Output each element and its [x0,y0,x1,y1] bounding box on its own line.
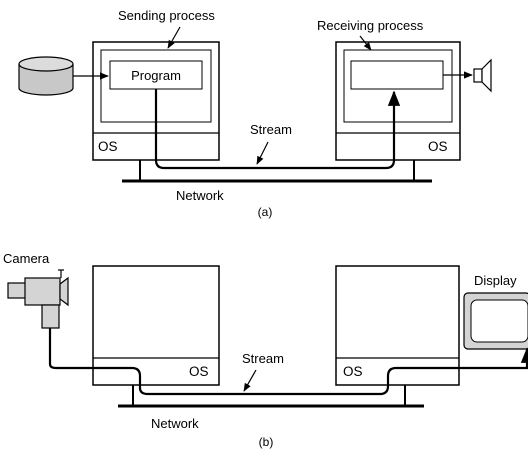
os-label-sender-b: OS [189,364,209,379]
display-icon [463,292,528,350]
speaker-icon [473,58,492,93]
caption-a: (a) [258,205,273,219]
receiver-program-box [350,60,444,90]
display-label: Display [474,273,517,288]
network-a [122,160,432,183]
stream-path-a [154,89,401,170]
stream-pointer-a [256,141,269,165]
stream-label-a: Stream [250,122,292,137]
stream-label-b: Stream [242,351,284,366]
disk-icon [18,56,74,96]
camera-label: Camera [3,251,50,266]
stream-path-b [48,328,528,396]
network-label-b: Network [151,416,199,431]
receiving-process-pointer [359,35,372,51]
panel-b: OS OS Camera Display Stream Network [3,251,528,449]
program-label: Program [131,68,181,83]
stream-pointer-b [243,369,257,392]
receiving-process-box [343,49,453,123]
panel-a: Program OS OS Sending process Receiving … [18,8,492,219]
os-label-receiving: OS [428,139,448,154]
network-b [118,385,424,408]
sender-computer-b: OS [92,265,220,386]
camera-icon [7,269,69,329]
sending-process-label: Sending process [118,8,215,23]
caption-b: (b) [259,435,274,449]
os-label-sending: OS [98,139,118,154]
network-label-a: Network [176,188,224,203]
receiver-computer-b: OS [335,265,460,386]
sending-process-pointer [167,26,181,49]
os-label-receiver-b: OS [343,364,363,379]
receiving-computer: OS [335,41,461,161]
receiving-process-label: Receiving process [317,18,424,33]
